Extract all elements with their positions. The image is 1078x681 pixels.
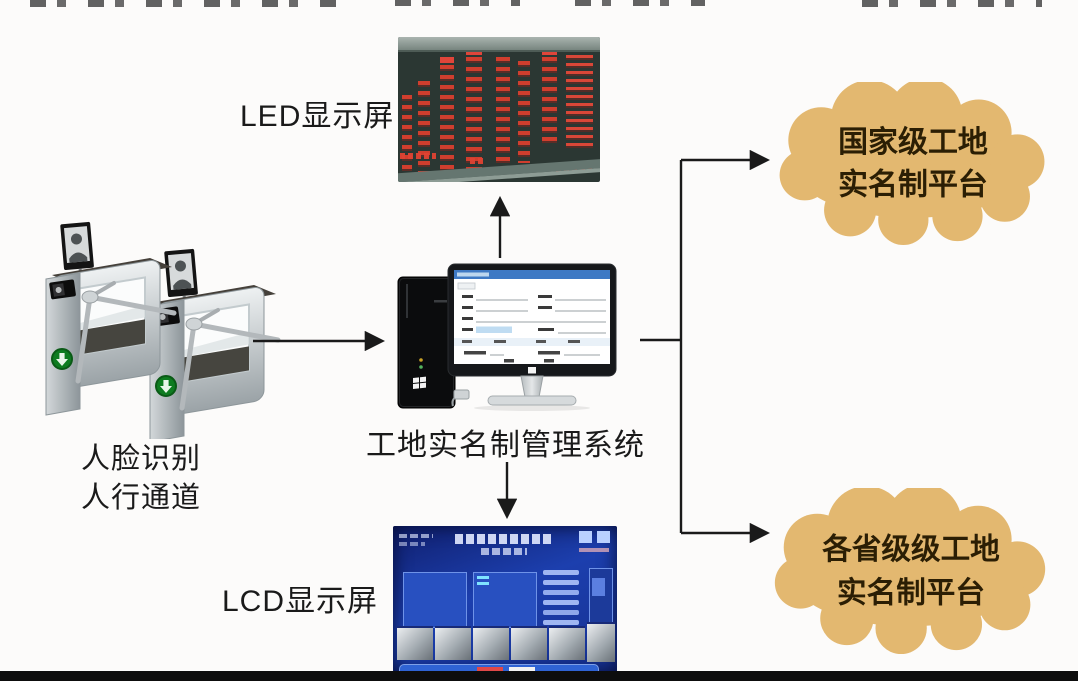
gates-label-line2: 人行通道	[80, 482, 201, 514]
cloud-national-line1: 国家级工地	[838, 126, 988, 159]
lcd-date-text	[579, 548, 609, 552]
monitor-base	[487, 395, 577, 406]
lcd-menu-list	[543, 570, 579, 575]
camera-thumbnail	[511, 626, 547, 660]
led-text-row	[470, 158, 486, 164]
lcd-topleft-text	[399, 534, 433, 538]
monitor-illustration	[447, 263, 617, 411]
lcd-display-photo	[393, 526, 617, 672]
usb-dongle	[453, 389, 470, 400]
camera-thumbnail	[587, 622, 615, 662]
cropped-text-strip	[395, 0, 520, 6]
gates-label: 人脸识别 人行通道	[56, 440, 226, 518]
led-text-row	[400, 153, 436, 159]
cropped-text-strip	[30, 0, 340, 7]
camera-thumbnail	[397, 626, 433, 660]
led-text-column	[418, 81, 430, 177]
hdd-led	[419, 365, 423, 369]
lcd-title-text	[455, 534, 553, 544]
lcd-subtitle-text	[481, 548, 527, 555]
cropped-text-strip	[862, 0, 1042, 7]
camera-thumbnail	[549, 626, 585, 660]
lcd-panel	[473, 572, 537, 628]
cropped-text-strip	[575, 0, 705, 6]
cloud-provincial-platform: 各省级级工地 实名制平台	[774, 488, 1046, 655]
turnstile-gate-right	[150, 249, 278, 439]
windows-logo-icon	[413, 376, 426, 389]
lcd-panel-text	[477, 576, 489, 579]
led-text-column	[440, 57, 454, 177]
camera-thumbnail	[435, 626, 471, 660]
turnstile-gates-illustration	[28, 213, 298, 439]
lcd-screen-label: LCD显示屏	[222, 585, 379, 618]
camera-thumbnail	[473, 626, 509, 660]
monitor-screen	[454, 270, 610, 364]
lcd-ticker-text	[477, 667, 503, 671]
monitor-stand	[520, 375, 544, 398]
cloud-national-line2: 实名制平台	[838, 168, 988, 202]
cloud-shape	[779, 82, 1045, 246]
form-rows	[454, 295, 610, 363]
led-text-column	[466, 49, 482, 177]
led-text-column	[496, 57, 510, 173]
led-photo-ceiling	[398, 37, 600, 52]
led-screen-label: LED显示屏	[240, 100, 395, 133]
management-system-label: 工地实名制管理系统	[366, 429, 645, 462]
led-text-column	[402, 95, 412, 173]
led-display-photo	[398, 37, 600, 182]
cloud-provincial-line2: 实名制平台	[837, 576, 985, 610]
lcd-panel	[403, 572, 467, 628]
cloud-provincial-line1: 各省级级工地	[821, 532, 1000, 566]
tower-badge	[434, 300, 447, 303]
led-text-column	[566, 55, 593, 149]
led-text-column	[518, 61, 530, 163]
selected-field	[476, 326, 512, 333]
bottom-black-bar	[0, 671, 1078, 681]
lcd-topleft-text	[399, 542, 425, 546]
lcd-clock	[579, 531, 592, 543]
bezel-logo	[528, 367, 536, 374]
power-led	[419, 358, 423, 362]
led-text-column	[542, 49, 557, 145]
cloud-national-platform: 国家级工地 实名制平台	[779, 82, 1045, 246]
lcd-side-panel-photo	[592, 578, 605, 596]
gates-label-line1: 人脸识别	[80, 443, 201, 475]
app-tab	[457, 282, 476, 290]
app-title-bar	[454, 270, 610, 279]
